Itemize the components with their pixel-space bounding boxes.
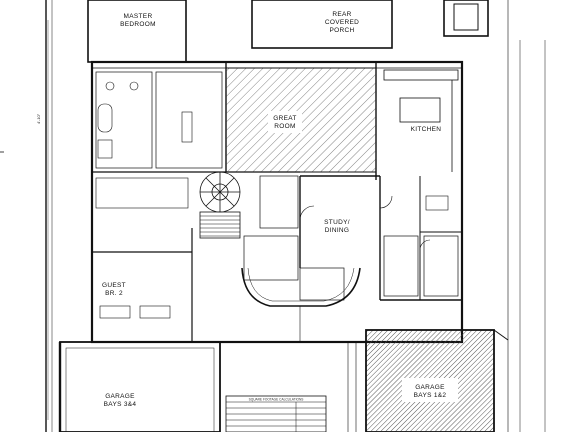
garage-left xyxy=(58,341,221,432)
great-room-label-1: GREAT xyxy=(273,115,296,122)
border-lines xyxy=(0,0,546,432)
fixtures xyxy=(97,81,449,319)
guest-bedroom-label-1: GUEST xyxy=(102,282,126,289)
driveway xyxy=(220,341,366,432)
rear-porch-label-3: PORCH xyxy=(330,27,355,34)
garage-bays-1-2-label-1: GARAGE xyxy=(415,384,445,391)
garage-right-label-box xyxy=(402,378,458,402)
study-dining-label-2: DINING xyxy=(325,227,350,234)
dimension-label-left: 4'-10" xyxy=(36,113,41,124)
garage-bays-3-4-label-1: GARAGE xyxy=(105,393,135,400)
study-dining-label-1: STUDY/ xyxy=(324,219,350,226)
rear-porch-label-1: REAR xyxy=(332,11,351,18)
garage-right-wall xyxy=(493,329,509,341)
rear-porch-label-2: COVERED xyxy=(325,19,359,26)
garage-bays-1-2-label-2: BAYS 1&2 xyxy=(414,392,447,399)
left-dimension: 4'-10" xyxy=(36,20,49,420)
front-entry xyxy=(241,267,361,342)
kitchen-label: KITCHEN xyxy=(411,126,442,133)
sqft-table-title: SQUARE FOOTAGE CALCULATIONS xyxy=(249,398,304,402)
great-room-label-2: ROOM xyxy=(274,123,295,130)
master-bedroom-label-2: BEDROOM xyxy=(120,21,156,28)
guest-bedroom-label-2: BR. 2 xyxy=(105,290,123,297)
kitchen-island xyxy=(383,69,459,172)
great-room-label-bg xyxy=(268,111,302,133)
master-bedroom-label-1: MASTER xyxy=(124,13,153,20)
stair-treads xyxy=(199,211,241,239)
top-walls xyxy=(87,0,489,63)
sqft-table xyxy=(225,395,327,432)
garage-bays-3-4-label-2: BAYS 3&4 xyxy=(104,401,137,408)
spiral-stair xyxy=(199,171,241,213)
